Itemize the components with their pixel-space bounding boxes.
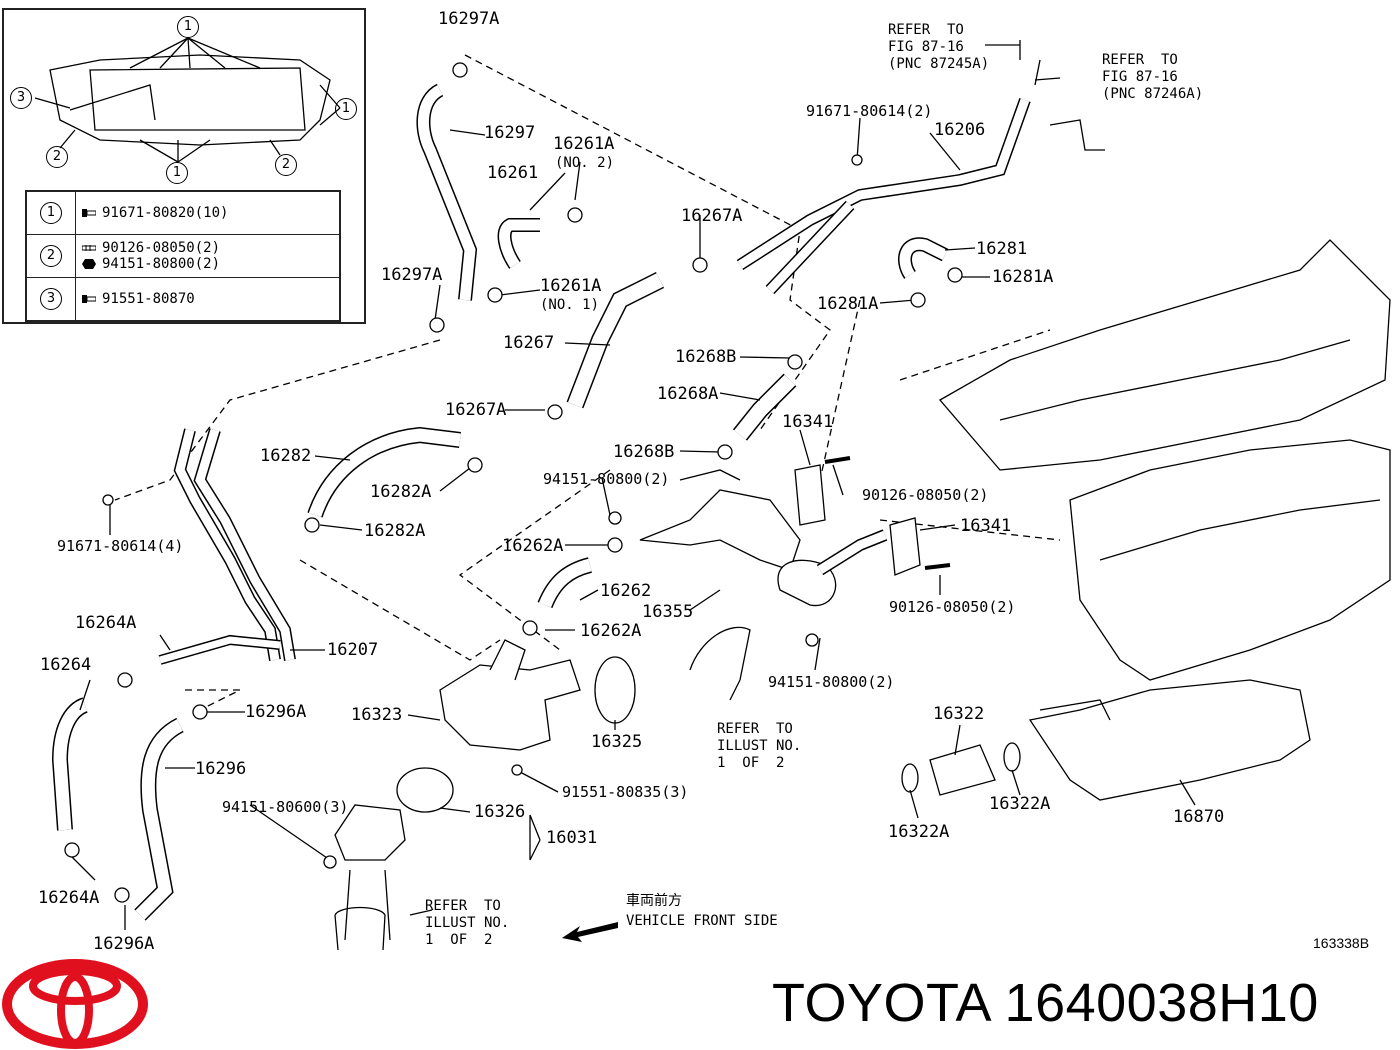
legend-row: 3 91551-80870 bbox=[25, 277, 341, 322]
part-label: 16297A bbox=[438, 9, 500, 29]
part-label: 16281 bbox=[976, 239, 1028, 259]
part-label: 16262A bbox=[580, 621, 642, 641]
callout-circle: 1 bbox=[335, 98, 357, 120]
bolt-icon bbox=[82, 295, 96, 303]
part-label: 16296A bbox=[245, 702, 307, 722]
part-label: 91551-80835(3) bbox=[562, 783, 689, 801]
legend-row: 2 90126-08050(2) 94151-80800(2) bbox=[25, 234, 341, 278]
part-label: 16264A bbox=[38, 888, 100, 908]
part-label: 91671-80614(4) bbox=[57, 537, 184, 555]
front-arrow-icon bbox=[562, 922, 618, 942]
part-label: 16261A bbox=[540, 276, 602, 296]
gasket-16341 bbox=[889, 517, 921, 576]
part-label: 16031 bbox=[546, 828, 598, 848]
part-label: 91671-80614(2) bbox=[806, 102, 933, 120]
pipe-16322 bbox=[929, 744, 996, 796]
dashed-group-line bbox=[185, 689, 241, 711]
part-label: 16297 bbox=[484, 123, 536, 143]
part-label: 16268B bbox=[675, 347, 737, 367]
part-label: 94151-80800(2) bbox=[543, 470, 670, 488]
callout-circle: 3 bbox=[10, 87, 32, 109]
inset-cooler-body bbox=[49, 54, 331, 146]
part-label: 16341 bbox=[960, 516, 1012, 536]
part-label: 90126-08050(2) bbox=[862, 486, 989, 504]
refer-note: REFER TO FIG 87-16 (PNC 87245A) bbox=[888, 22, 990, 72]
callout-circle: 1 bbox=[166, 162, 188, 184]
water-outlet-16355 bbox=[639, 489, 801, 571]
legend-part-number: 91551-80870 bbox=[102, 291, 195, 307]
part-label: 16262A bbox=[502, 536, 564, 556]
part-label: 16264 bbox=[40, 655, 92, 675]
legend-callout: 1 bbox=[40, 202, 62, 224]
legend-part-number: 94151-80800(2) bbox=[102, 256, 221, 272]
dashed-group-line bbox=[819, 299, 861, 481]
diagram-code: 163338B bbox=[1313, 935, 1370, 951]
part-label: 90126-08050(2) bbox=[889, 598, 1016, 616]
part-label: 16355 bbox=[642, 602, 694, 622]
callout-circle: 2 bbox=[46, 146, 68, 168]
part-label: 94151-80600(3) bbox=[222, 798, 349, 816]
part-label: 16267A bbox=[681, 206, 743, 226]
refer-note: REFER TO ILLUST NO. 1 OF 2 bbox=[425, 898, 510, 948]
part-label: 16282A bbox=[370, 482, 432, 502]
part-label: 16322A bbox=[888, 822, 950, 842]
part-label: 16323 bbox=[351, 705, 403, 725]
callout-circle: 2 bbox=[275, 154, 297, 176]
part-label: 16206 bbox=[934, 120, 986, 140]
part-label: 16325 bbox=[591, 732, 643, 752]
part-label: 16870 bbox=[1173, 807, 1225, 827]
bolt-icon bbox=[82, 209, 96, 217]
inset-panel bbox=[2, 8, 366, 324]
cylinder-head-lh bbox=[1069, 439, 1391, 681]
part-label: 16267A bbox=[445, 400, 507, 420]
part-label: 16281A bbox=[992, 267, 1054, 287]
stud-icon bbox=[82, 245, 96, 251]
part-label: 16261 bbox=[487, 163, 539, 183]
legend-part-number: 90126-08050(2) bbox=[102, 240, 221, 256]
part-label: 16326 bbox=[474, 802, 526, 822]
part-label-note: (NO. 2) bbox=[555, 155, 615, 171]
part-label: 16282 bbox=[260, 446, 312, 466]
part-label: 94151-80800(2) bbox=[768, 673, 895, 691]
part-label: 16322 bbox=[933, 704, 985, 724]
gasket-16341 bbox=[794, 464, 826, 526]
part-label: 16296 bbox=[195, 759, 247, 779]
callout-circle: 1 bbox=[177, 16, 199, 38]
fastener-legend-table: 1 91671-80820(10) 2 90126-08050(2) 94151… bbox=[25, 190, 341, 322]
legend-callout: 3 bbox=[40, 288, 62, 310]
thermostat-16031 bbox=[334, 804, 406, 861]
nut-icon bbox=[82, 259, 96, 269]
direction-japanese: 車両前方 bbox=[626, 893, 682, 909]
part-label: 16268B bbox=[613, 442, 675, 462]
cylinder-head-rh bbox=[938, 239, 1391, 471]
gasket-16325 bbox=[594, 656, 636, 724]
part-label: 16322A bbox=[989, 794, 1051, 814]
part-label: 16262 bbox=[600, 581, 652, 601]
part-label: 16341 bbox=[782, 412, 834, 432]
legend-part-number: 91671-80820(10) bbox=[102, 205, 229, 221]
part-label: 16297A bbox=[381, 265, 443, 285]
dashed-group-line bbox=[299, 559, 501, 661]
part-label: 16281A bbox=[817, 294, 879, 314]
legend-callout: 2 bbox=[40, 245, 62, 267]
part-label: 16296A bbox=[93, 934, 155, 954]
gasket-16326 bbox=[396, 767, 454, 813]
part-label: 16282A bbox=[364, 521, 426, 541]
refer-note: REFER TO FIG 87-16 (PNC 87246A) bbox=[1102, 52, 1204, 102]
direction-english: VEHICLE FRONT SIDE bbox=[626, 913, 778, 929]
toyota-logo-icon bbox=[2, 959, 148, 1049]
part-label: 16267 bbox=[503, 333, 555, 353]
part-label-note: (NO. 1) bbox=[540, 297, 600, 313]
refer-note: REFER TO ILLUST NO. 1 OF 2 bbox=[717, 721, 802, 771]
water-passage-16870 bbox=[1028, 679, 1311, 801]
brand-part-number: TOYOTA 1640038H10 bbox=[772, 973, 1319, 1033]
part-label: 16268A bbox=[657, 384, 719, 404]
part-label: 16207 bbox=[327, 640, 379, 660]
dashed-group-line bbox=[114, 339, 441, 501]
part-label: 16264A bbox=[75, 613, 137, 633]
legend-row: 1 91671-80820(10) bbox=[25, 190, 341, 235]
part-label: 16261A bbox=[553, 134, 615, 154]
